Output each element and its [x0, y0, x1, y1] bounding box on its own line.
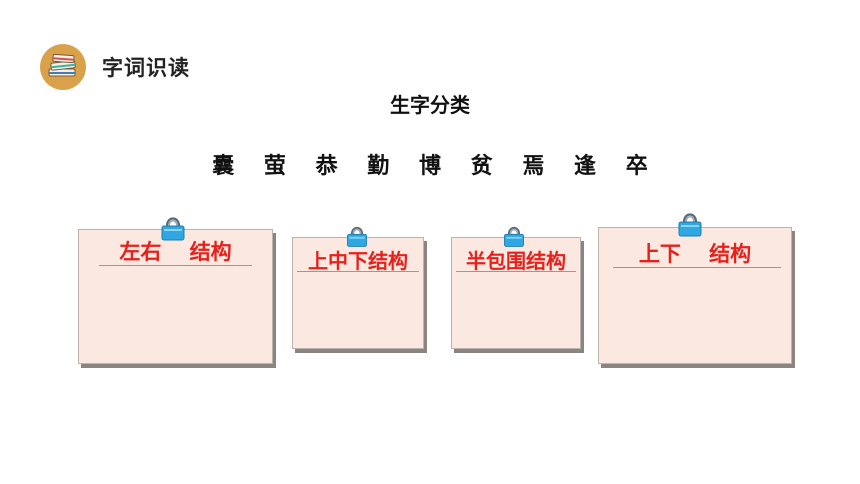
structure-card-top-bottom[interactable]: 上下 结构 — [598, 227, 792, 364]
character-item: 恭 — [315, 154, 338, 179]
card-label: 左右 结构 — [119, 240, 232, 264]
page-subtitle: 生字分类 — [390, 93, 470, 117]
binder-clip-icon — [347, 226, 367, 247]
character-item: 囊 — [212, 154, 235, 179]
card-label: 上中下结构 — [308, 249, 408, 273]
character-list: 囊 萤 恭 勤 博 贫 焉 逢 卒 — [0, 148, 860, 180]
structure-card-half-enclosure[interactable]: 半包围结构 — [451, 237, 581, 349]
card-underline — [99, 265, 252, 266]
binder-clip-icon — [161, 217, 185, 241]
card-label: 半包围结构 — [466, 249, 566, 273]
book-stack-icon — [40, 44, 86, 90]
section-header: 字词识读 — [40, 44, 190, 90]
structure-card-top-middle-bottom[interactable]: 上中下结构 — [292, 237, 424, 349]
card-underline — [613, 267, 781, 268]
character-item: 萤 — [263, 154, 286, 179]
character-item: 贫 — [470, 154, 493, 179]
section-title: 字词识读 — [102, 56, 190, 80]
character-item: 逢 — [574, 154, 597, 179]
binder-clip-icon — [504, 226, 524, 247]
character-item: 焉 — [522, 154, 545, 179]
structure-card-left-right[interactable]: 左右 结构 — [78, 229, 273, 364]
card-underline — [456, 271, 576, 272]
card-label: 上下 结构 — [638, 242, 752, 266]
card-underline — [297, 271, 419, 272]
binder-clip-icon — [678, 213, 702, 237]
character-item: 勤 — [367, 154, 390, 179]
character-item: 博 — [418, 154, 441, 179]
character-item: 卒 — [625, 154, 648, 179]
